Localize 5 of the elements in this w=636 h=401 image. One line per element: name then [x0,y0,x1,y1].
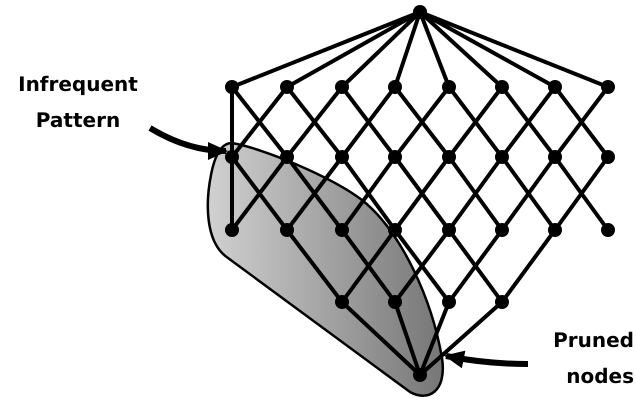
leader-arrow [444,350,528,368]
pruned-region [206,142,444,397]
callout-label: Pruned nodes [522,322,634,394]
callout-label: Infrequent Pattern [4,66,152,138]
leader-arrow [148,125,228,160]
